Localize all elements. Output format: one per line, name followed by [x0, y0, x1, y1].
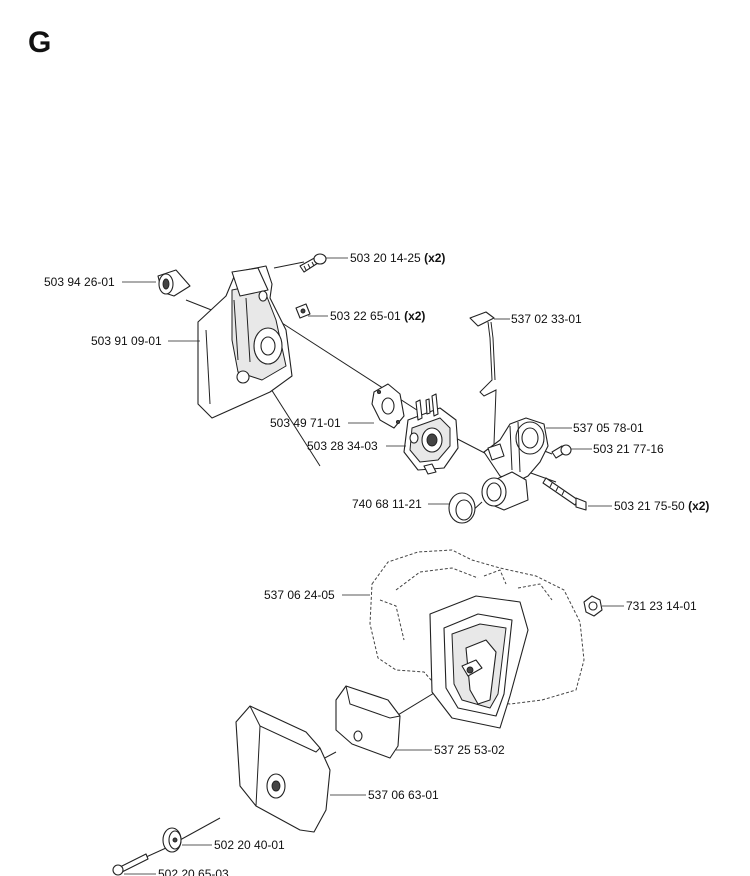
svg-text:503 28 34-03: 503 28 34-03: [307, 439, 378, 453]
cover-knob: [162, 827, 182, 853]
svg-text:503 21 75-50 (x2): 503 21 75-50 (x2): [614, 499, 709, 513]
section-letter: G: [28, 26, 51, 59]
part-label-537-06-63-01: 537 06 63-01: [330, 788, 439, 802]
part-label-502-20-40-01: 502 20 40-01: [182, 838, 285, 852]
svg-text:502 20 40-01: 502 20 40-01: [214, 838, 285, 852]
part-label-503-94-26-01: 503 94 26-01: [44, 275, 156, 289]
filter-element: [335, 685, 401, 759]
carburetor: [403, 393, 459, 475]
svg-text:503 49 71-01: 503 49 71-01: [270, 416, 341, 430]
sleeve-part: [157, 269, 191, 297]
svg-text:537 25 53-02: 537 25 53-02: [434, 743, 505, 757]
filter-holder-frame: [429, 595, 529, 729]
square-nut: [295, 303, 311, 319]
svg-text:503 22 65-01 (x2): 503 22 65-01 (x2): [330, 309, 425, 323]
part-label-537-05-78-01: 537 05 78-01: [546, 421, 644, 435]
filter-cover-plate: [235, 705, 331, 833]
part-label-537-06-24-05: 537 06 24-05: [264, 588, 370, 602]
part-label-502-20-65-03: 502 20 65-03: [124, 867, 229, 876]
part-label-731-23-14-01: 731 23 14-01: [602, 599, 697, 613]
part-label-503-20-14-25: 503 20 14-25 (x2): [326, 251, 445, 265]
part-label-503-49-71-01: 503 49 71-01: [270, 416, 374, 430]
carburetor-gasket: [371, 383, 405, 429]
part-label-740-68-11-21: 740 68 11-21: [352, 497, 450, 511]
cover-screw: [112, 853, 149, 876]
intake-manifold: [483, 417, 549, 483]
svg-text:503 91 09-01: 503 91 09-01: [91, 334, 162, 348]
svg-text:731 23 14-01: 731 23 14-01: [626, 599, 697, 613]
part-label-503-21-77-16: 503 21 77-16: [571, 442, 664, 456]
part-label-503-91-09-01: 503 91 09-01: [91, 334, 200, 348]
intake-pipe: [481, 471, 529, 511]
part-label-503-28-34-03: 503 28 34-03: [307, 439, 406, 453]
svg-text:740 68 11-21: 740 68 11-21: [352, 497, 422, 511]
part-label-503-21-75-50: 503 21 75-50 (x2): [588, 499, 709, 513]
svg-text:537 06 24-05: 537 06 24-05: [264, 588, 335, 602]
svg-text:503 94 26-01: 503 94 26-01: [44, 275, 115, 289]
part-label-537-25-53-02: 537 25 53-02: [396, 743, 505, 757]
long-bolt: [542, 477, 587, 511]
svg-text:537 05 78-01: 537 05 78-01: [573, 421, 644, 435]
screw-manifold: [551, 444, 572, 459]
svg-text:502 20 65-03: 502 20 65-03: [158, 867, 229, 876]
o-ring: [448, 492, 476, 524]
svg-text:503 21 77-16: 503 21 77-16: [593, 442, 664, 456]
hex-nut: [583, 595, 603, 617]
filter-housing-back-plate: [197, 265, 293, 419]
svg-text:537 02 33-01: 537 02 33-01: [511, 312, 582, 326]
part-label-503-22-65-01: 503 22 65-01 (x2): [308, 309, 425, 323]
part-label-537-02-33-01: 537 02 33-01: [494, 312, 582, 326]
throttle-rod: [469, 311, 497, 445]
screw-top: [299, 253, 327, 273]
svg-text:537 06 63-01: 537 06 63-01: [368, 788, 439, 802]
svg-text:503 20 14-25 (x2): 503 20 14-25 (x2): [350, 251, 445, 265]
